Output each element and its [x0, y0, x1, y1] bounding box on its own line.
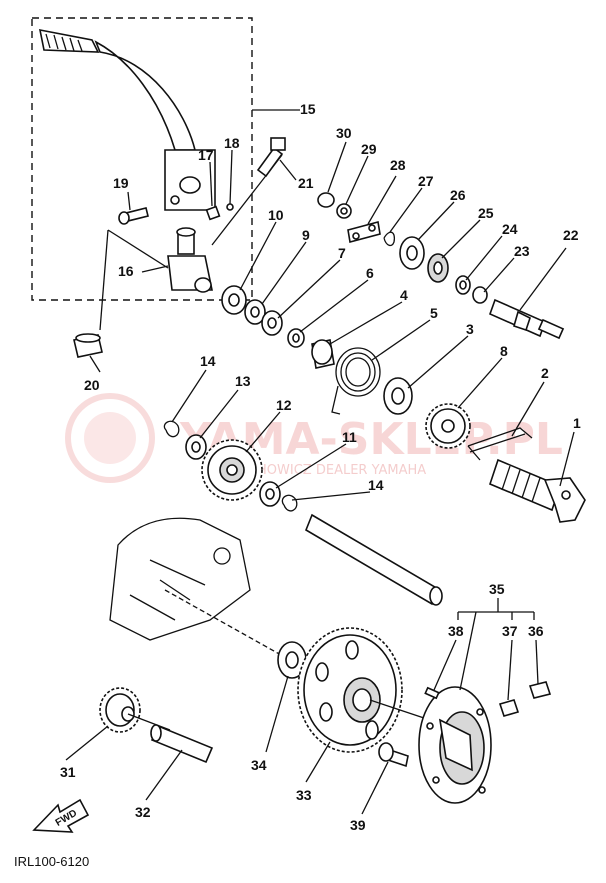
label-32: 32: [135, 804, 151, 820]
countershaft-ghost: [305, 513, 443, 606]
label-22: 22: [563, 227, 579, 243]
label-9: 9: [302, 227, 310, 243]
label-18: 18: [224, 135, 240, 151]
label-24: 24: [502, 221, 518, 237]
bolt-39: [378, 742, 409, 768]
washer-stack: [221, 285, 305, 348]
kick-crank-lever: [38, 28, 216, 211]
label-30: 30: [336, 125, 352, 141]
gear-31: [99, 687, 171, 733]
washer-34: [277, 641, 307, 679]
label-26: 26: [450, 187, 466, 203]
torsion-spring: [331, 347, 381, 415]
upper-right-parts: [317, 192, 565, 340]
label-16: 16: [118, 263, 134, 279]
label-17: 17: [198, 147, 214, 163]
label-29: 29: [361, 141, 377, 157]
label-36: 36: [528, 623, 544, 639]
gear-8: [425, 403, 471, 449]
label-20: 20: [84, 377, 100, 393]
leader-lines: [65, 141, 575, 815]
watermark: YAMA-SKLEP.PL WYSZCHOWICZ DEALER YAMAHA: [65, 393, 563, 483]
kick-boss: [167, 154, 283, 293]
label-6: 6: [366, 265, 374, 281]
label-14-upper: 14: [200, 353, 216, 369]
kick-assembly-box: [31, 17, 300, 301]
shaft-32: [150, 724, 214, 764]
label-38: 38: [448, 623, 464, 639]
label-23: 23: [514, 243, 530, 259]
washer-large: [383, 377, 413, 415]
label-11: 11: [342, 429, 357, 445]
watermark-tagline: WYSZCHOWICZ DEALER YAMAHA: [210, 463, 426, 478]
label-15: 15: [300, 101, 316, 117]
clutch-pins: [424, 681, 552, 717]
label-21: 21: [298, 175, 314, 191]
label-35: 35: [489, 581, 505, 597]
label-4: 4: [400, 287, 408, 303]
diagram-code: IRL100-6120: [14, 854, 89, 869]
label-37: 37: [502, 623, 518, 639]
gear-33: [297, 627, 431, 753]
bushing: [311, 339, 335, 369]
label-12: 12: [276, 397, 292, 413]
label-5: 5: [430, 305, 438, 321]
label-28: 28: [390, 157, 406, 173]
label-10: 10: [268, 207, 284, 223]
label-2: 2: [541, 365, 549, 381]
watermark-logo-core: [84, 412, 136, 464]
label-8: 8: [500, 343, 508, 359]
label-34: 34: [251, 757, 267, 773]
part-labels: 1 2 3 4 5 6 7 8 9 10 11 12 13 14 14 15 1…: [60, 101, 581, 833]
fwd-arrow-icon: FWD: [32, 798, 90, 833]
starter-clutch-housing: [418, 686, 492, 804]
small-fasteners: [73, 137, 286, 358]
label-14-lower: 14: [368, 477, 384, 493]
watermark-logo-icon: [65, 393, 155, 483]
label-19: 19: [113, 175, 129, 191]
label-31: 31: [60, 764, 76, 780]
label-3: 3: [466, 321, 474, 337]
label-13: 13: [235, 373, 251, 389]
label-1: 1: [573, 415, 581, 431]
spring-clip: [467, 427, 533, 461]
crankcase-fragment: [109, 517, 291, 661]
kick-shaft: [489, 458, 586, 523]
label-33: 33: [296, 787, 312, 803]
label-7: 7: [338, 245, 346, 261]
label-39: 39: [350, 817, 366, 833]
label-27: 27: [418, 173, 434, 189]
label-25: 25: [478, 205, 494, 221]
